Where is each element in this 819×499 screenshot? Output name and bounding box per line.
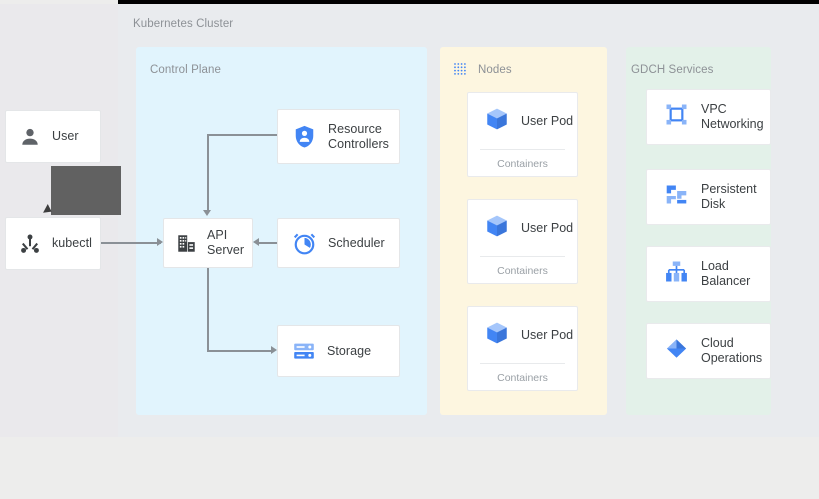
- service-cloud-operations-label: Cloud Operations: [701, 336, 762, 366]
- page-title: Kubernetes Cluster: [133, 18, 234, 30]
- node-api-server[interactable]: API Server: [163, 218, 253, 268]
- node-user-pod[interactable]: User Pod Containers: [467, 306, 578, 391]
- cloud-operations-icon: [664, 336, 689, 366]
- vpc-line2: Networking: [701, 117, 764, 131]
- node-storage[interactable]: Storage: [277, 325, 400, 377]
- api-server-line2: Server: [207, 243, 245, 257]
- overlay-artifact: [51, 166, 121, 215]
- connector-resource-controllers-to-api-server-h: [207, 134, 278, 136]
- user-pod-footer: Containers: [497, 265, 548, 277]
- connector-resource-controllers-to-api-server-v: [207, 134, 209, 212]
- node-storage-label: Storage: [327, 343, 372, 358]
- node-user-pod[interactable]: User Pod Containers: [467, 92, 578, 177]
- vpc-line1: VPC: [701, 102, 727, 116]
- connector-api-server-to-storage-h: [207, 350, 273, 352]
- service-load-balancer[interactable]: Load Balancer: [646, 246, 771, 302]
- api-server-line1: API: [207, 228, 228, 242]
- persistent-disk-icon: [664, 182, 689, 212]
- divider: [480, 363, 565, 364]
- divider: [480, 256, 565, 257]
- user-pod-header: User Pod: [468, 307, 577, 363]
- service-vpc-networking-label: VPC Networking: [701, 102, 764, 132]
- node-user-label: User: [52, 129, 79, 143]
- cube-icon: [484, 106, 510, 137]
- resource-controllers-line1: Resource: [328, 121, 382, 136]
- service-persistent-disk-label: Persistent Disk: [701, 182, 757, 212]
- connector-scheduler-to-api-server: [256, 242, 278, 244]
- load-balancer-icon: [664, 259, 689, 289]
- node-user[interactable]: User: [5, 110, 101, 163]
- clock-icon: [292, 231, 317, 256]
- resource-controllers-line2: Controllers: [328, 136, 389, 151]
- shield-person-icon: [292, 124, 317, 149]
- node-kubectl[interactable]: kubectl: [5, 217, 101, 270]
- database-icon: [292, 339, 316, 363]
- group-label-control-plane: Control Plane: [150, 64, 221, 76]
- service-persistent-disk[interactable]: Persistent Disk: [646, 169, 771, 225]
- service-vpc-networking[interactable]: VPC Networking: [646, 89, 771, 145]
- lb-line1: Load: [701, 259, 729, 273]
- service-cloud-operations[interactable]: Cloud Operations: [646, 323, 771, 379]
- group-label-nodes: Nodes: [478, 64, 512, 76]
- user-pod-label: User Pod: [521, 328, 574, 342]
- node-kubectl-label: kubectl: [52, 236, 92, 250]
- connector-api-server-to-storage-v: [207, 268, 209, 352]
- user-pod-header: User Pod: [468, 93, 577, 149]
- connector-kubectl-to-api-server: [101, 242, 161, 244]
- node-scheduler-label: Scheduler: [328, 235, 385, 250]
- node-scheduler[interactable]: Scheduler: [277, 218, 400, 268]
- node-api-server-label: API Server: [207, 228, 244, 258]
- arrowhead-resource-controllers-to-api-server: [203, 210, 211, 216]
- user-pod-header: User Pod: [468, 200, 577, 256]
- user-pod-label: User Pod: [521, 114, 574, 128]
- pd-line1: Persistent: [701, 182, 757, 196]
- service-load-balancer-label: Load Balancer: [701, 259, 750, 289]
- node-resource-controllers[interactable]: Resource Controllers: [277, 109, 400, 164]
- node-resource-controllers-label: Resource Controllers: [328, 122, 389, 152]
- arrowhead-kubectl-to-api-server: [157, 238, 163, 246]
- arrowhead-api-server-to-storage: [271, 346, 277, 354]
- building-icon: [176, 233, 197, 254]
- bottom-background: [0, 437, 819, 499]
- person-icon: [19, 126, 41, 148]
- co-line1: Cloud: [701, 336, 734, 350]
- divider: [480, 149, 565, 150]
- lb-line2: Balancer: [701, 274, 751, 288]
- user-pod-label: User Pod: [521, 221, 574, 235]
- group-label-gdch-services: GDCH Services: [631, 64, 714, 76]
- vpc-network-icon: [664, 102, 689, 132]
- dotted-grid-icon: [452, 61, 468, 77]
- kubectl-icon: [19, 233, 41, 255]
- cube-icon: [484, 320, 510, 351]
- top-black-bar: [118, 0, 819, 4]
- co-line2: Operations: [701, 351, 763, 365]
- cube-icon: [484, 213, 510, 244]
- user-pod-footer: Containers: [497, 372, 548, 384]
- user-pod-footer: Containers: [497, 158, 548, 170]
- node-user-pod[interactable]: User Pod Containers: [467, 199, 578, 284]
- pd-line2: Disk: [701, 197, 726, 211]
- arrowhead-scheduler-to-api-server: [253, 238, 259, 246]
